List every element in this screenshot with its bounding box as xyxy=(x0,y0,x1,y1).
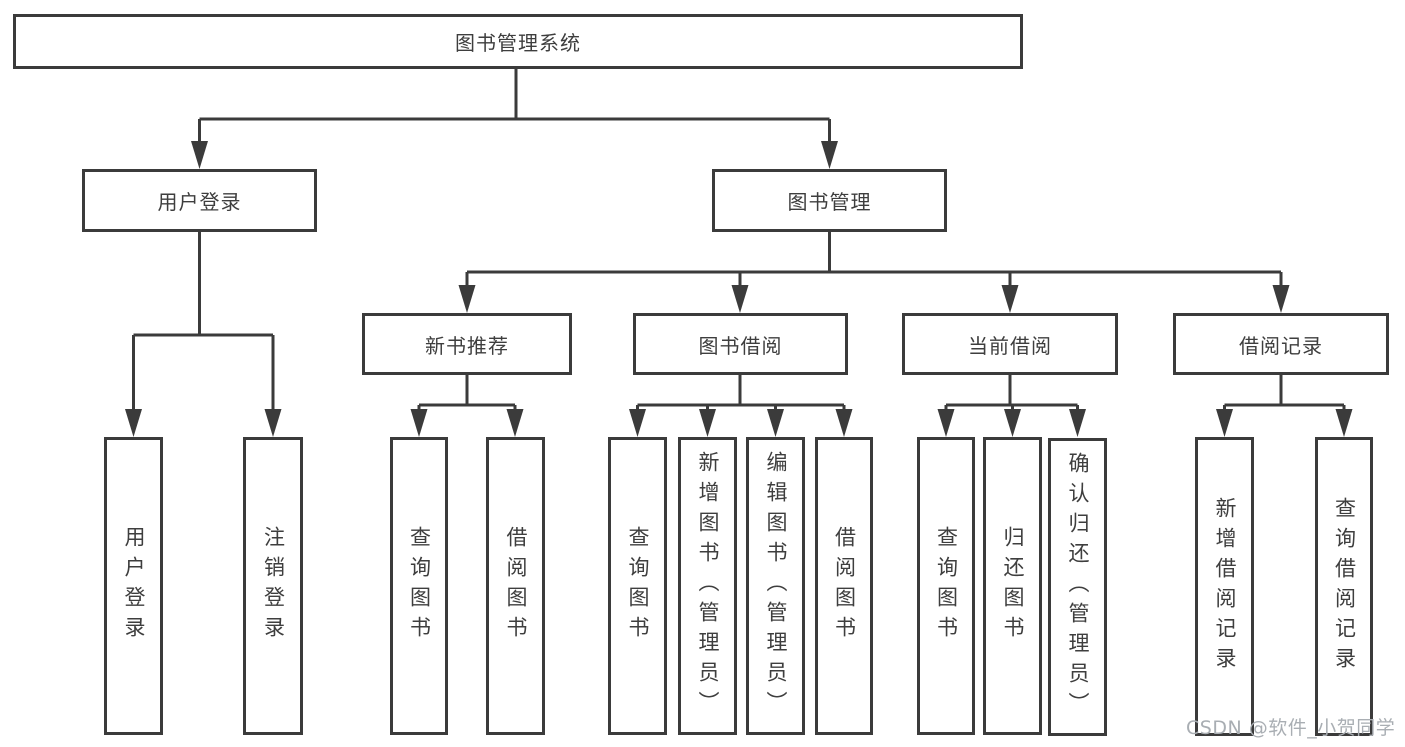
leaf-return-books: 归还图书 xyxy=(983,437,1042,735)
leaf-logout: 注销登录 xyxy=(243,437,303,735)
leaf-edit-books-admin: 编辑图书（管理员） xyxy=(746,437,805,735)
leaf-user-login: 用户登录 xyxy=(104,437,163,735)
node-book-borrowing: 图书借阅 xyxy=(633,313,848,375)
leaf-add-books-admin: 新增图书（管理员） xyxy=(678,437,737,735)
leaf-query-books-borrowing: 查询图书 xyxy=(608,437,667,735)
leaf-query-borrow-record: 查询借阅记录 xyxy=(1315,437,1373,736)
leaf-borrow-books: 借阅图书 xyxy=(815,437,873,735)
leaf-confirm-return-admin: 确认归还（管理员） xyxy=(1048,438,1107,736)
node-book-management: 图书管理 xyxy=(712,169,947,232)
node-library-management-system: 图书管理系统 xyxy=(13,14,1023,69)
node-current-borrowing: 当前借阅 xyxy=(902,313,1118,375)
node-borrowing-records: 借阅记录 xyxy=(1173,313,1389,375)
watermark-text: CSDN @软件_小贺同学 xyxy=(1186,717,1396,739)
node-new-book-recommendation: 新书推荐 xyxy=(362,313,572,375)
node-user-login: 用户登录 xyxy=(82,169,317,232)
leaf-query-books-recommend: 查询图书 xyxy=(390,437,448,735)
leaf-query-books-current: 查询图书 xyxy=(917,437,975,735)
arrowheads xyxy=(125,141,1353,437)
leaf-borrow-books-recommend: 借阅图书 xyxy=(486,437,545,735)
leaf-add-borrow-record: 新增借阅记录 xyxy=(1195,437,1254,736)
